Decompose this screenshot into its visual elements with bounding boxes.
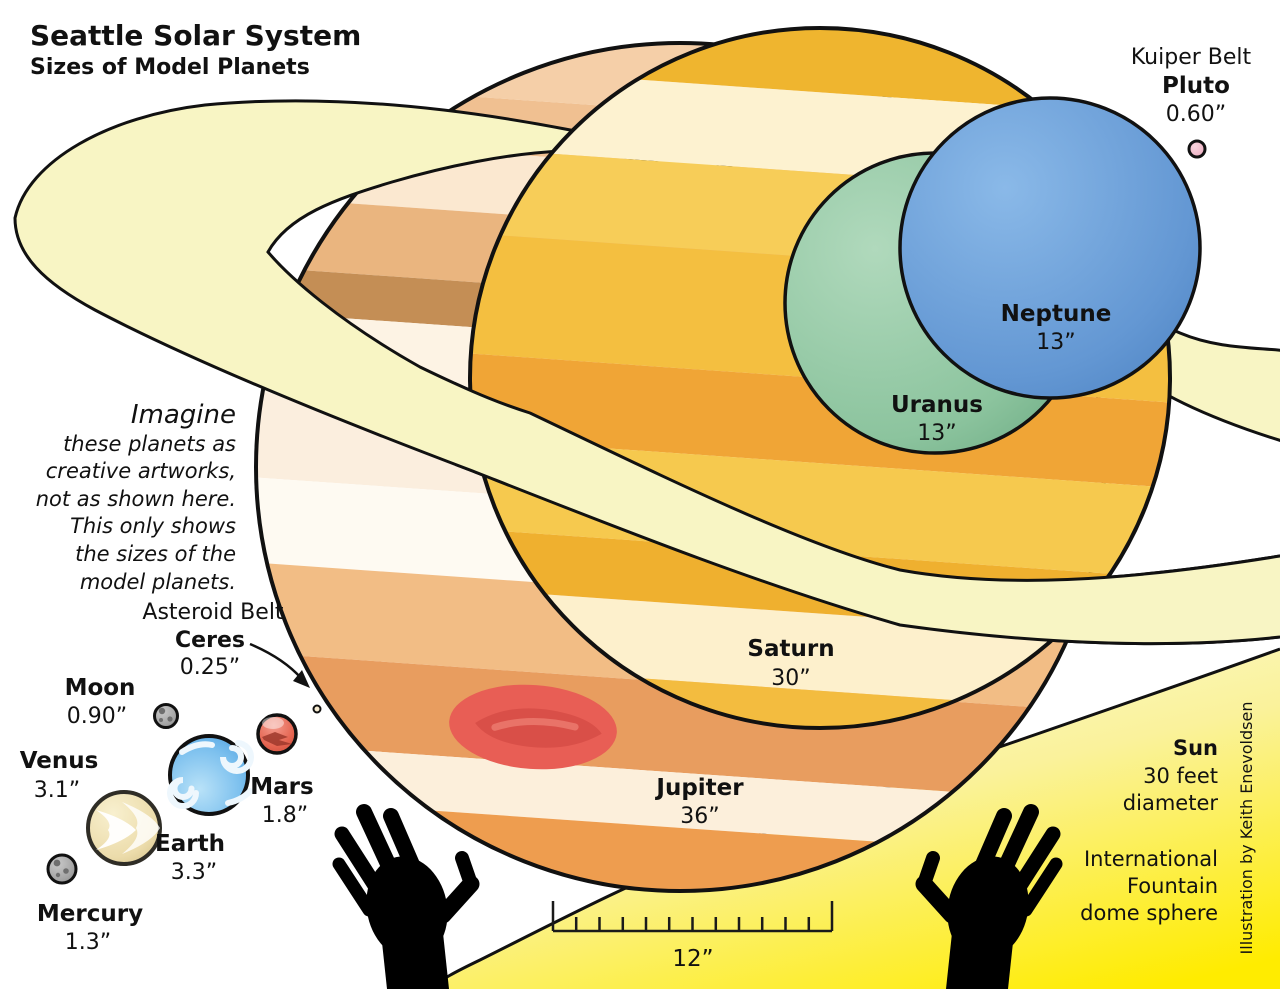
venus-label: Venus — [20, 748, 99, 774]
svg-text:This only shows: This only shows — [70, 514, 236, 538]
mars-size: 1.8” — [262, 803, 308, 828]
earth-size: 3.3” — [171, 860, 217, 885]
neptune-label: Neptune — [1001, 301, 1112, 327]
ceres-group — [249, 642, 322, 714]
scale-ruler — [551, 901, 834, 933]
mars-planet — [256, 713, 298, 755]
svg-text:these planets as: these planets as — [63, 432, 236, 456]
uranus-size: 13” — [917, 421, 956, 446]
svg-text:30 feet: 30 feet — [1143, 764, 1218, 788]
page-subtitle: Sizes of Model Planets — [30, 55, 310, 80]
svg-text:Fountain: Fountain — [1127, 874, 1218, 898]
mercury-size: 1.3” — [65, 930, 111, 955]
ceres-planet — [312, 704, 322, 714]
svg-text:International: International — [1084, 847, 1218, 871]
page-title: Seattle Solar System — [30, 19, 361, 52]
mercury-label: Mercury — [37, 901, 143, 927]
moon-label: Moon — [65, 675, 136, 701]
saturn-size: 30” — [771, 666, 810, 691]
earth-label: Earth — [155, 831, 225, 857]
asteroid-belt-label: Asteroid Belt — [142, 600, 284, 625]
svg-text:dome sphere: dome sphere — [1080, 901, 1218, 925]
credit-line: Illustration by Keith Enevoldsen — [1237, 702, 1256, 955]
neptune-planet — [898, 96, 1202, 400]
sun-caption: Sun 30 feet diameter International Fount… — [1080, 736, 1218, 925]
right-hand-silhouette — [915, 804, 1063, 989]
moon-size: 0.90” — [67, 704, 127, 729]
kuiper-belt-label: Kuiper Belt — [1131, 45, 1252, 70]
neptune-size: 13” — [1036, 330, 1075, 355]
venus-size: 3.1” — [34, 778, 80, 803]
svg-text:diameter: diameter — [1123, 791, 1219, 815]
pluto-size: 0.60” — [1166, 102, 1226, 127]
saturn-ring-front — [455, 381, 1280, 646]
ceres-arrow — [249, 642, 302, 679]
saturn-label: Saturn — [747, 636, 834, 662]
uranus-label: Uranus — [891, 392, 983, 418]
ceres-arrowhead — [293, 670, 310, 688]
svg-text:not as shown here.: not as shown here. — [36, 487, 236, 511]
saturn-outline — [468, 26, 1172, 730]
svg-text:Imagine: Imagine — [131, 400, 236, 430]
text-layer: Seattle Solar System Sizes of Model Plan… — [20, 19, 1256, 972]
mercury-planet — [46, 853, 78, 885]
ceres-size: 0.25” — [180, 655, 240, 680]
pluto-planet — [1187, 139, 1207, 159]
pluto-label: Pluto — [1162, 73, 1230, 99]
svg-text:creative artworks,: creative artworks, — [46, 459, 236, 483]
disclaimer-note: Imagine these planets as creative artwor… — [36, 400, 236, 594]
earth-planet — [167, 734, 254, 816]
moon-planet — [153, 703, 179, 729]
ceres-label: Ceres — [175, 628, 245, 653]
jupiter-size: 36” — [680, 804, 719, 829]
ruler-label: 12” — [672, 946, 713, 972]
jupiter-label: Jupiter — [654, 775, 744, 801]
mars-label: Mars — [250, 774, 313, 800]
venus-planet — [86, 790, 162, 866]
svg-text:model planets.: model planets. — [80, 570, 236, 594]
sun-label: Sun — [1173, 736, 1218, 760]
great-red-spot — [449, 684, 617, 770]
svg-text:the sizes of the: the sizes of the — [75, 542, 236, 566]
